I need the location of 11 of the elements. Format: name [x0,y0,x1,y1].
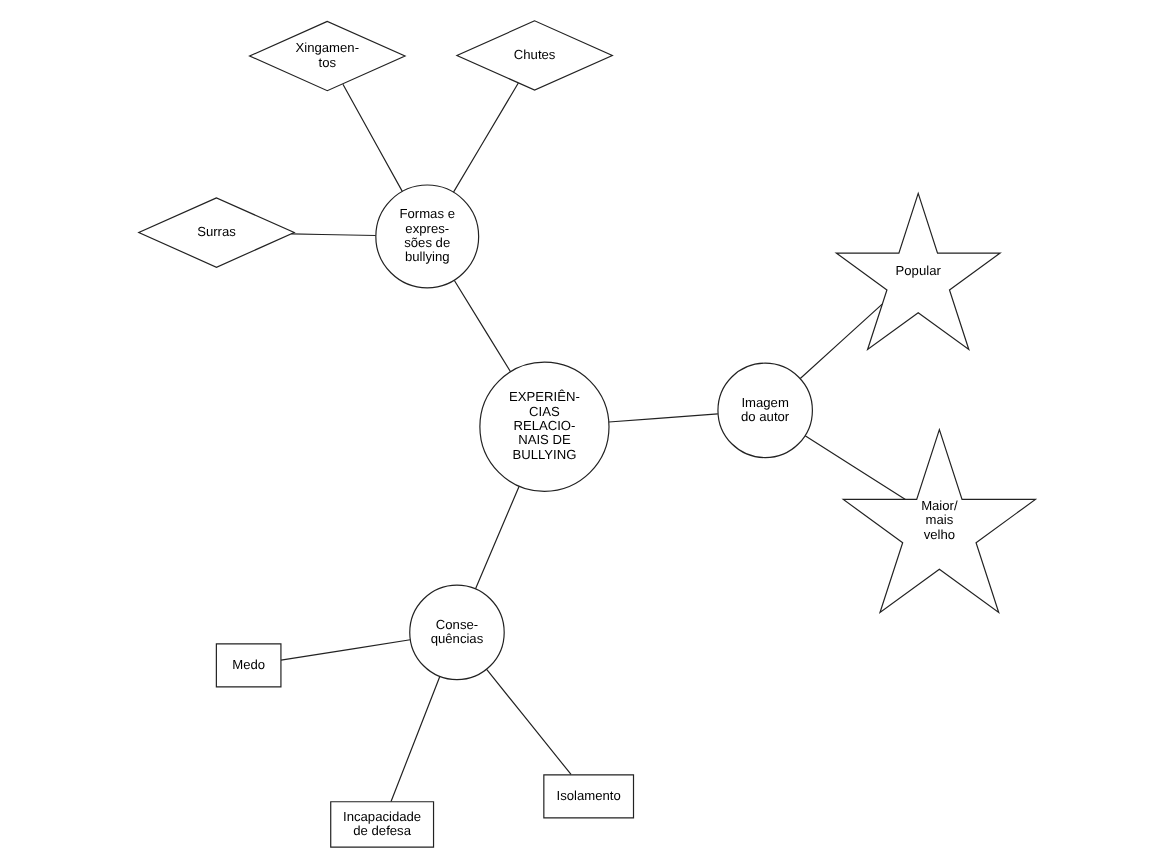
connector [608,413,719,423]
connector [342,83,403,192]
connector [474,485,520,590]
connector [452,82,519,193]
connector [804,435,907,501]
connector [280,639,411,661]
connector [290,233,377,237]
connector [486,669,572,776]
connector [799,303,883,380]
connector [390,675,441,803]
connector [453,279,512,373]
